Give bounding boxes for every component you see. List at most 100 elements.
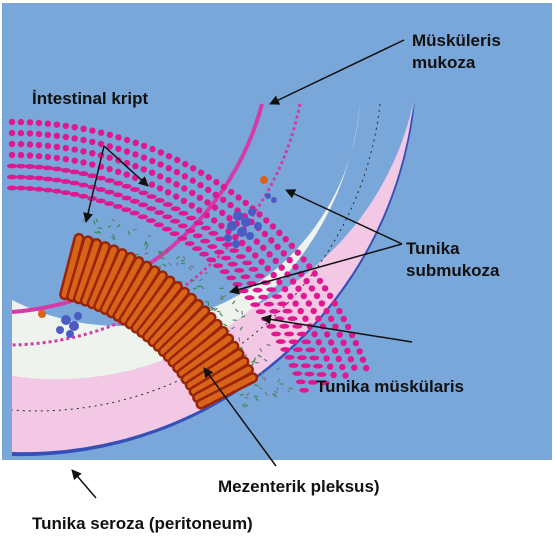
muscle-cell [70,192,80,197]
muscle-cell [89,161,95,167]
muscle-cell [221,256,231,261]
muscle-cell [52,178,62,183]
muscle-cell [206,257,216,262]
muscle-cell [234,268,244,273]
muscle-cell [292,300,298,306]
muscle-cell [242,261,252,266]
fiber [242,311,243,315]
muscle-cell [124,171,130,177]
muscle-cell [269,309,279,314]
muscle-cell [121,207,131,212]
muscle-cell [173,181,179,187]
muscle-cell [351,364,357,370]
muscle-cell [270,223,276,229]
muscle-cell [115,169,121,175]
muscle-cell [9,119,15,125]
muscle-cell [243,200,249,206]
label-tunika-seroza: Tunika seroza (peritoneum) [32,513,253,535]
muscle-cell [266,251,272,257]
fiber [240,394,244,395]
muscle-cell [341,316,347,322]
muscle-cell [107,132,113,138]
muscle-cell [279,264,285,270]
muscle-cell [154,210,164,215]
muscle-cell [239,240,245,246]
muscle-cell [319,300,325,306]
muscle-cell [260,245,266,251]
muscle-cell [63,123,69,129]
muscle-cell [157,185,163,191]
muscle-cell [115,146,121,152]
muscle-cell [301,293,307,299]
fiber [220,288,224,289]
muscle-cell [158,149,164,155]
muscle-cell [317,278,323,284]
muscle-cell [197,195,203,201]
muscle-cell [54,155,60,161]
muscle-cell [323,355,329,361]
muscle-cell [96,199,106,204]
muscle-cell [61,168,71,173]
muscle-cell [309,285,315,291]
muscle-cell [105,178,115,183]
muscle-cell [141,143,147,149]
muscle-cell [246,246,252,252]
muscle-cell [166,165,172,171]
muscle-cell [327,293,333,299]
muscle-cell [190,165,196,171]
muscle-cell [9,152,15,158]
muscle-cell [146,206,156,211]
muscle-cell [201,226,211,231]
muscle-cell [297,332,307,337]
muscle-cell [45,154,51,160]
muscle-cell [9,141,15,147]
muscle-cell [138,202,148,207]
muscle-cell [295,249,301,255]
muscle-cell [323,308,329,314]
muscle-cell [173,193,179,199]
muscle-cell [292,264,298,270]
muscle-cell [316,339,322,345]
muscle-cell [133,140,139,146]
muscle-cell [147,194,157,199]
muscle-cell [34,176,44,181]
muscle-cell [208,231,218,236]
muscle-cell [130,187,140,192]
muscle-cell [226,276,236,281]
muscle-cell [141,166,147,172]
muscle-cell [130,211,140,216]
muscle-cell [282,286,288,292]
muscle-cell [324,331,330,337]
muscle-cell [16,175,26,180]
muscle-cell [332,347,338,353]
muscle-cell [336,308,342,314]
muscle-cell [162,214,172,219]
muscle-cell [337,332,343,338]
muscle-cell [149,146,155,152]
muscle-cell [235,194,241,200]
muscle-cell [344,348,350,354]
muscle-cell [52,167,62,172]
muscle-cell [177,236,187,241]
muscle-cell [272,294,282,299]
muscle-cell [228,189,234,195]
muscle-cell [61,190,71,195]
fiber [208,302,209,306]
muscle-cell [89,139,95,145]
muscle-cell [113,181,123,186]
muscle-cell [113,193,123,198]
muscle-cell [289,339,299,344]
muscle-cell [25,164,35,169]
muscle-cell [27,152,33,158]
muscle-cell [363,365,369,371]
muscle-cell [36,153,42,159]
muscle-cell [78,194,88,199]
muscle-cell [25,186,35,191]
muscle-cell [345,324,351,330]
muscle-cell [43,166,53,171]
muscle-cell [149,170,155,176]
muscle-cell [190,177,196,183]
muscle-cell [276,339,286,344]
muscle-cell [18,119,24,125]
muscle-cell [181,185,187,191]
